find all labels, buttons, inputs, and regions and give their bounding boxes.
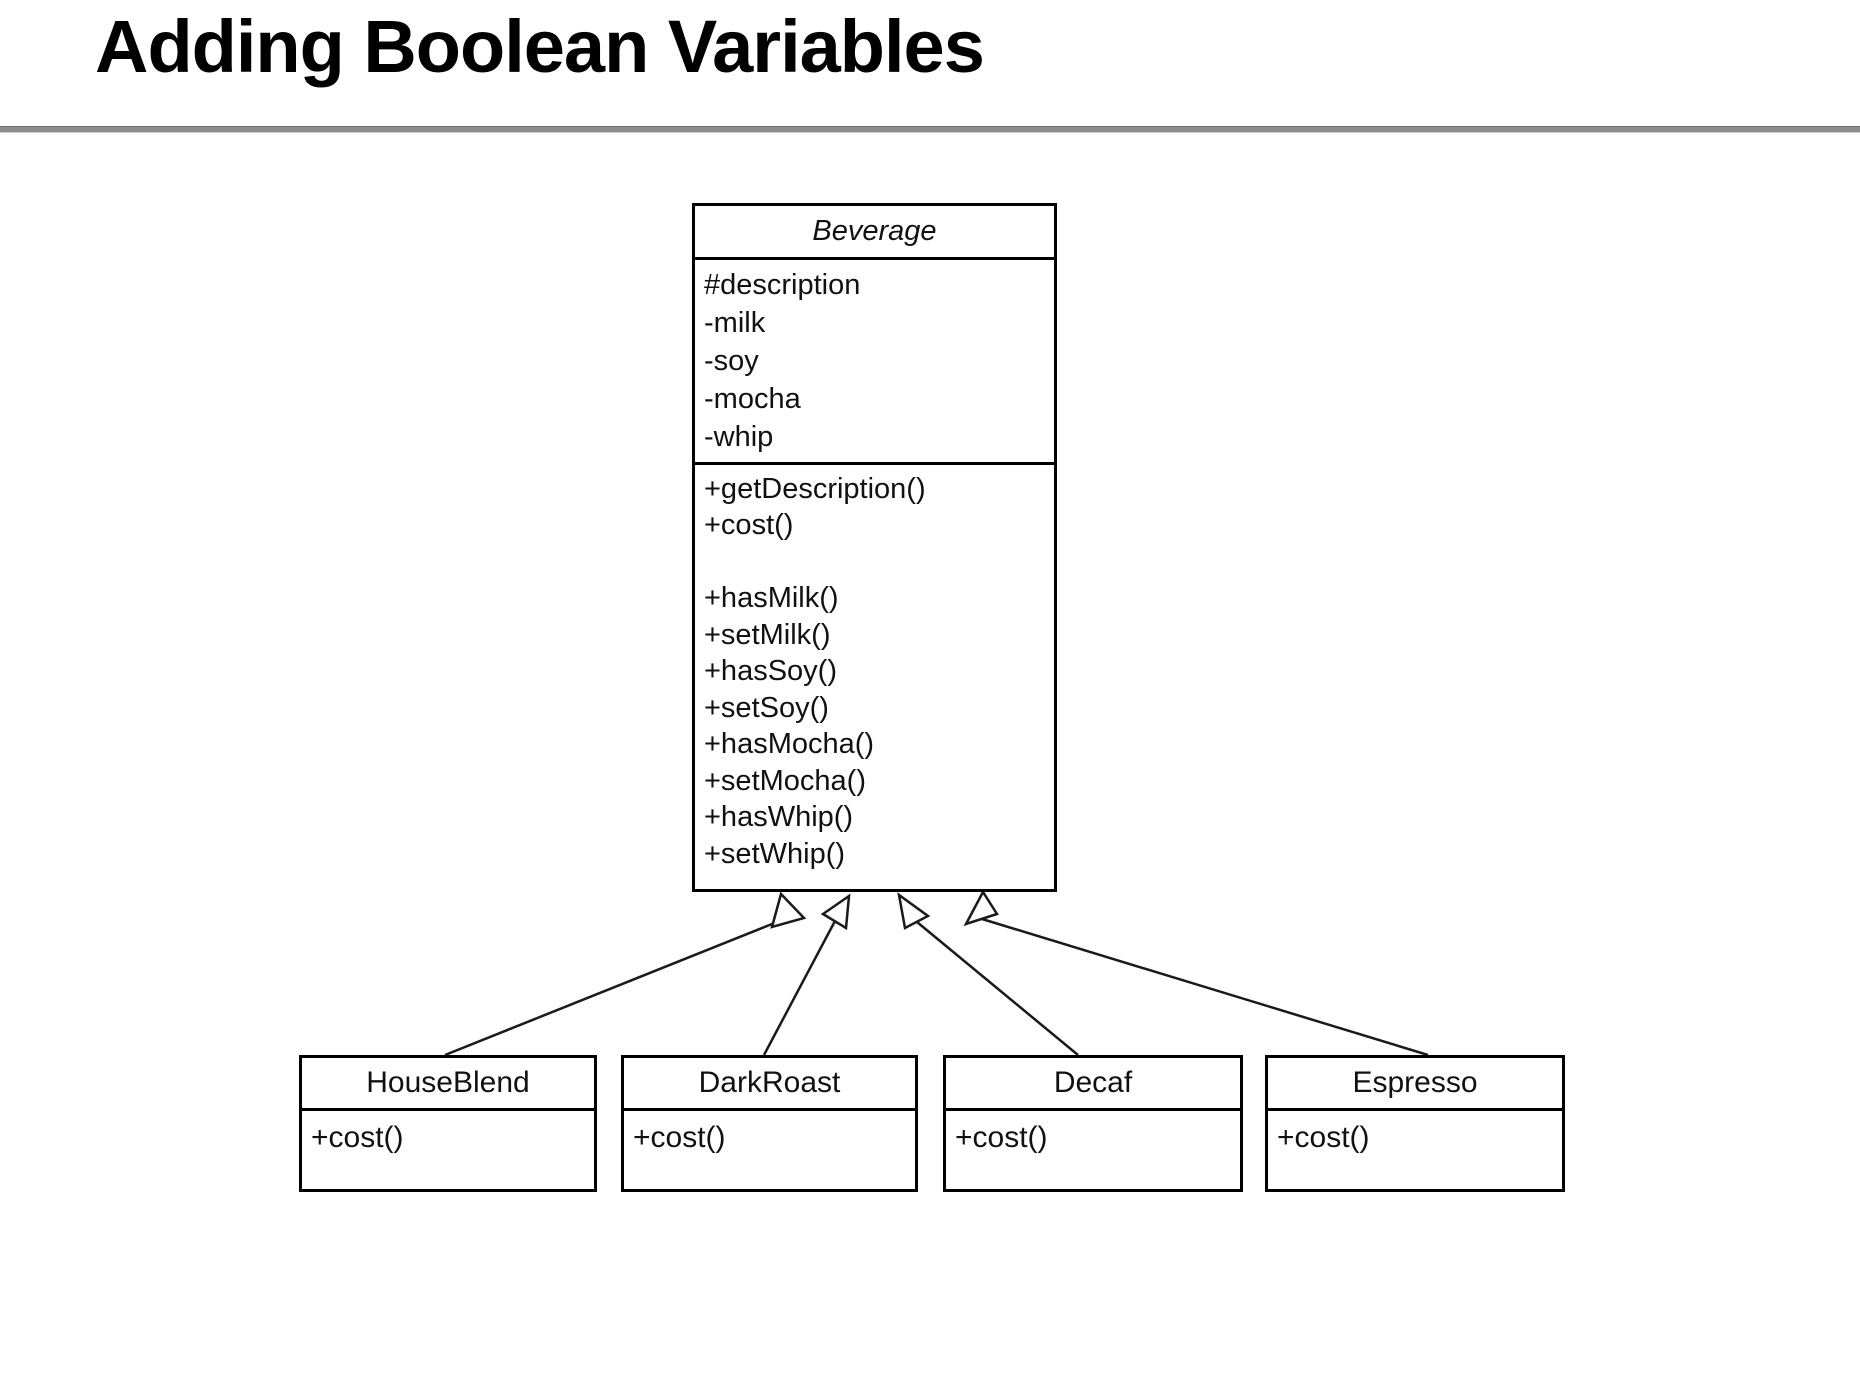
class-name-beverage: Beverage [695, 206, 1054, 260]
inheritance-line-espresso [981, 917, 1429, 1057]
class-name-darkroast: DarkRoast [624, 1058, 915, 1111]
attribute-line: -milk [704, 306, 766, 339]
method-line: +hasSoy() [704, 655, 837, 688]
inheritance-line-decaf [916, 921, 1079, 1056]
inheritance-line-darkroast [762, 920, 837, 1056]
method-line: +getDescription() [704, 472, 926, 505]
class-box-espresso: Espresso +cost() [1265, 1055, 1565, 1192]
beverage-methods-compartment: +getDescription() +cost() +hasMilk() +se… [695, 465, 1054, 889]
class-name-decaf: Decaf [946, 1058, 1240, 1111]
attribute-line: -whip [704, 420, 774, 453]
decaf-methods-compartment: +cost() [946, 1111, 1240, 1189]
class-box-darkroast: DarkRoast +cost() [621, 1055, 918, 1192]
method-line-blank [704, 544, 1046, 581]
inheritance-arrowhead-decaf [897, 892, 931, 930]
inheritance-arrowhead-houseblend [770, 891, 807, 929]
class-box-decaf: Decaf +cost() [943, 1055, 1243, 1192]
inheritance-arrowhead-espresso [963, 889, 999, 927]
method-line: +cost() [633, 1121, 726, 1154]
class-box-beverage: Beverage #description -milk -soy -mocha … [692, 203, 1057, 892]
slide-title: Adding Boolean Variables [95, 5, 985, 88]
title-divider-rule [0, 126, 1860, 133]
class-name-houseblend: HouseBlend [302, 1058, 594, 1111]
class-name-espresso: Espresso [1268, 1058, 1562, 1111]
darkroast-methods-compartment: +cost() [624, 1111, 915, 1189]
beverage-attributes-compartment: #description -milk -soy -mocha -whip [695, 260, 1054, 465]
inheritance-line-houseblend [444, 920, 778, 1057]
method-line: +hasWhip() [704, 801, 854, 834]
espresso-methods-compartment: +cost() [1268, 1111, 1562, 1189]
class-box-houseblend: HouseBlend +cost() [299, 1055, 597, 1192]
houseblend-methods-compartment: +cost() [302, 1111, 594, 1189]
method-line: +cost() [955, 1121, 1048, 1154]
method-line: +setMilk() [704, 618, 831, 651]
method-line: +hasMocha() [704, 728, 875, 761]
method-line: +cost() [1277, 1121, 1370, 1154]
method-line: +hasMilk() [704, 582, 839, 615]
method-line: +cost() [704, 509, 794, 542]
method-line: +setWhip() [704, 837, 846, 870]
attribute-line: #description [704, 268, 861, 301]
method-line: +setMocha() [704, 764, 866, 797]
method-line: +setSoy() [704, 691, 829, 724]
attribute-line: -soy [704, 344, 759, 377]
attribute-line: -mocha [704, 382, 801, 415]
inheritance-arrowhead-darkroast [820, 893, 851, 931]
method-line: +cost() [311, 1121, 404, 1154]
